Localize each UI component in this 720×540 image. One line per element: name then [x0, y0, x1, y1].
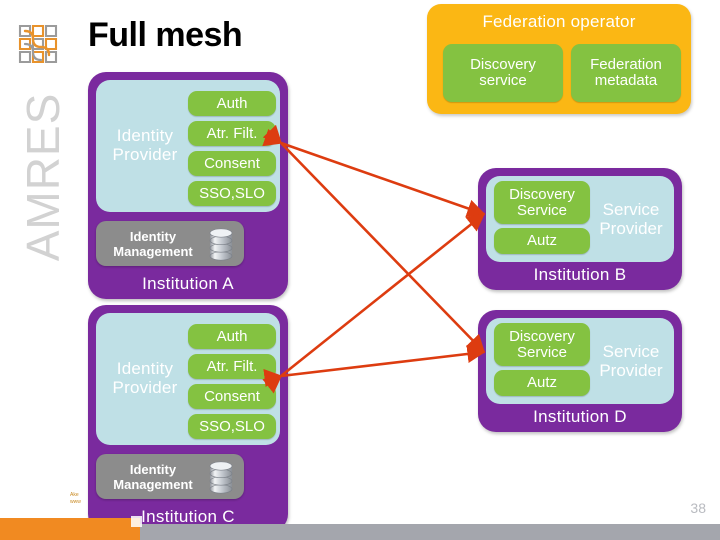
- service-provider-panel-b: Service Provider Discovery Service Autz: [486, 176, 674, 262]
- chip-line: Service: [516, 201, 568, 219]
- identity-provider-panel-a: Identity Provider Auth Atr. Filt. Consen…: [96, 80, 280, 212]
- chip-line: Service: [516, 343, 568, 361]
- identity-management-a[interactable]: Identity Management: [96, 221, 244, 266]
- chip-discovery-service[interactable]: Discovery service: [443, 44, 563, 102]
- identity-management-c[interactable]: Identity Management: [96, 454, 244, 499]
- service-provider-panel-d: Service Provider Discovery Service Autz: [486, 318, 674, 404]
- page-number: 38: [690, 500, 706, 516]
- credit-line: www: [70, 499, 81, 505]
- chip-attribute-filter-c[interactable]: Atr. Filt.: [188, 354, 276, 379]
- footer-notch: [131, 516, 142, 527]
- institution-a-label: Institution A: [142, 274, 234, 293]
- identity-provider-title-a: Identity Provider: [102, 126, 188, 164]
- chip-consent-a[interactable]: Consent: [188, 151, 276, 176]
- chip-line: Discovery: [509, 327, 575, 345]
- label-line: Management: [113, 243, 193, 259]
- title-line: Provider: [112, 145, 178, 164]
- amres-wordmark: AMRES: [17, 92, 69, 262]
- title-line: Service: [602, 342, 660, 361]
- amres-logo-icon: [16, 22, 64, 70]
- institution-b-box: Service Provider Discovery Service Autz …: [478, 168, 682, 290]
- credit-line: Ake: [70, 492, 79, 498]
- link-c-to-b: [262, 212, 486, 394]
- identity-management-label-a: Identity Management: [96, 229, 206, 259]
- chip-discovery-service-d[interactable]: Discovery Service: [494, 323, 590, 366]
- page-title: Full mesh: [88, 16, 243, 54]
- title-line: Provider: [599, 361, 663, 380]
- institution-c-label: Institution C: [141, 507, 235, 526]
- title-line: Identity: [116, 359, 174, 378]
- title-line: Service: [602, 200, 660, 219]
- service-provider-title-d: Service Provider: [590, 342, 672, 380]
- institution-c-box: Identity Provider Auth Atr. Filt. Consen…: [88, 305, 288, 532]
- identity-management-label-c: Identity Management: [96, 462, 206, 492]
- title-line: Identity: [116, 126, 174, 145]
- institution-d-box: Service Provider Discovery Service Autz …: [478, 310, 682, 432]
- footer-bar-orange: [0, 518, 140, 540]
- link-a-to-b: [262, 128, 486, 218]
- credit-text: Ake www: [70, 492, 81, 506]
- identity-provider-title-c: Identity Provider: [102, 359, 188, 397]
- federation-operator-box: Federation operator Discovery service Fe…: [427, 4, 691, 114]
- chip-line: Discovery: [470, 56, 536, 74]
- chip-auth-c[interactable]: Auth: [188, 324, 276, 349]
- label-line: Identity: [129, 461, 177, 477]
- institution-d-label: Institution D: [533, 407, 627, 426]
- label-line: Management: [113, 476, 193, 492]
- label-line: Identity: [129, 228, 177, 244]
- chip-line: Federation: [590, 56, 662, 74]
- database-icon: [209, 460, 233, 494]
- link-c-to-d: [263, 344, 486, 387]
- service-provider-title-b: Service Provider: [590, 200, 672, 238]
- chip-federation-metadata[interactable]: Federation metadata: [571, 44, 681, 102]
- federation-operator-title: Federation operator: [482, 12, 636, 31]
- identity-provider-panel-c: Identity Provider Auth Atr. Filt. Consen…: [96, 313, 280, 445]
- chip-autz-b[interactable]: Autz: [494, 228, 590, 254]
- database-icon: [209, 227, 233, 261]
- chip-discovery-service-b[interactable]: Discovery Service: [494, 181, 590, 224]
- institution-b-label: Institution B: [533, 265, 627, 284]
- chip-consent-c[interactable]: Consent: [188, 384, 276, 409]
- chip-line: metadata: [594, 72, 658, 89]
- chip-sso-slo-a[interactable]: SSO,SLO: [188, 181, 276, 206]
- title-line: Provider: [599, 219, 663, 238]
- chip-attribute-filter-a[interactable]: Atr. Filt.: [188, 121, 276, 146]
- footer-bar-gray: [140, 524, 720, 540]
- title-line: Provider: [112, 378, 178, 397]
- institution-a-box: Identity Provider Auth Atr. Filt. Consen…: [88, 72, 288, 299]
- chip-auth-a[interactable]: Auth: [188, 91, 276, 116]
- chip-sso-slo-c[interactable]: SSO,SLO: [188, 414, 276, 439]
- chip-line: Discovery: [509, 185, 575, 203]
- link-a-to-d: [262, 124, 486, 354]
- chip-line: service: [479, 72, 527, 89]
- chip-autz-d[interactable]: Autz: [494, 370, 590, 396]
